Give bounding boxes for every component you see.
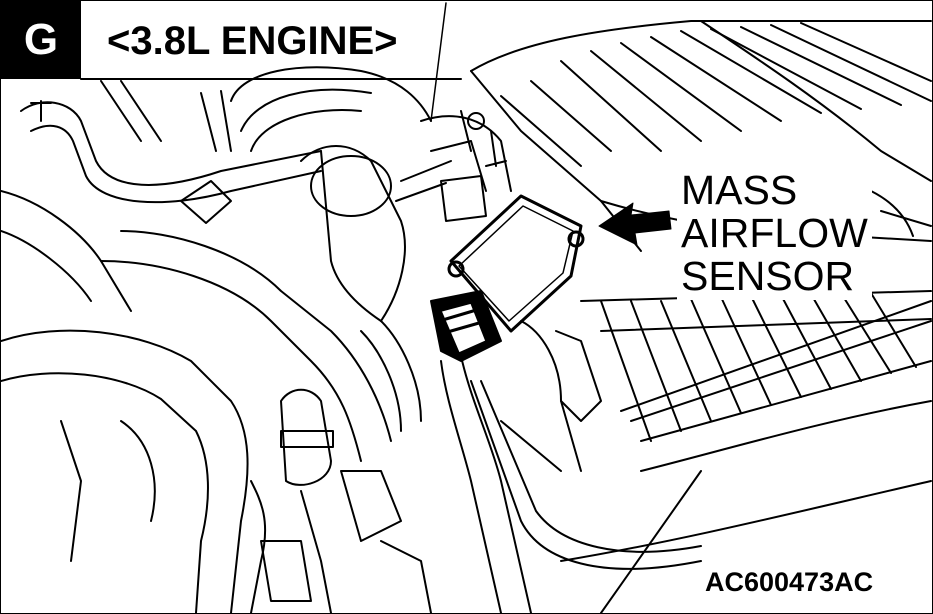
callout-arrow-shape [598,202,672,246]
callout-line-1: MASS [681,167,798,213]
engine-label: <3.8L ENGINE> [101,19,404,64]
figure-id: AC600473AC [701,567,878,598]
section-letter-badge: G [1,1,81,79]
lower-left-components [1,329,432,613]
left-hoses [1,80,392,462]
intake-duct [230,66,512,322]
air-cleaner-housing [470,20,932,252]
callout-line-3: SENSOR [681,253,855,299]
air-cleaner-lower [560,290,932,613]
center-tubes [360,160,602,472]
mass-airflow-sensor-callout: MASS AIRFLOW SENSOR [677,167,872,300]
callout-line-2: AIRFLOW [681,210,868,256]
wire-harness [440,355,702,613]
mass-airflow-sensor-drawing [430,194,585,362]
frame-line [430,2,447,122]
